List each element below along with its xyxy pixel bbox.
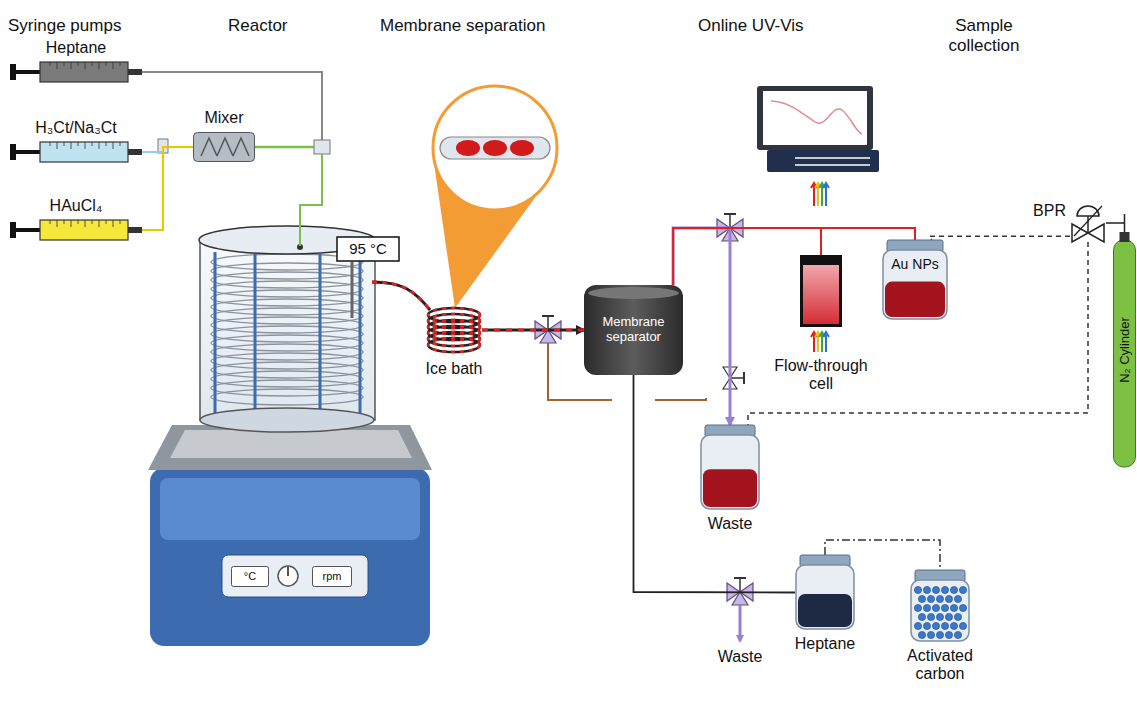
section-heading: Reactor (228, 16, 318, 36)
connector-line (748, 242, 1088, 425)
tubing-connector (748, 242, 1088, 425)
tubing-connector (142, 147, 193, 230)
sample-vial: Au NPs (882, 240, 948, 320)
control-button: rpm (312, 566, 352, 587)
mixer-shape (193, 132, 255, 162)
node-label: Mixer (204, 109, 243, 127)
vial-shape (795, 555, 855, 630)
coil-shape (426, 305, 482, 355)
node-label: rpm (320, 570, 345, 583)
outlet-tubing (372, 282, 430, 310)
node-label: Au NPs (882, 256, 948, 272)
cell-shape (800, 255, 842, 327)
carbon-vial: Activated carbon (910, 570, 970, 642)
connector-line (142, 147, 193, 230)
syringe-shape (10, 142, 142, 162)
temperature-display: 95 °C (336, 236, 400, 262)
node-label: 95 °C (346, 240, 390, 257)
section-heading: Syringe pumps (8, 16, 178, 36)
node-label: BPR (1033, 202, 1066, 220)
section-heading: Online UV-Vis (698, 16, 838, 36)
waste-arrow (739, 605, 742, 641)
tubing-connector (482, 330, 584, 331)
tubing-connector (673, 228, 821, 285)
gas-cylinder: N₂ Cylinder (1113, 232, 1136, 467)
heptane-vial: Heptane (795, 555, 855, 630)
node-label: Waste (708, 515, 753, 533)
vial-shape (700, 425, 760, 510)
waste-vial: Waste (700, 425, 760, 510)
shutoff-valve (723, 367, 744, 389)
tubing-connector (634, 375, 796, 593)
connector-line (673, 228, 821, 285)
uv-vis-monitor (757, 86, 879, 172)
node-label: Activated carbon (895, 647, 985, 684)
membrane-separator: Membrane separator (584, 285, 683, 375)
ice-bath-coil: Ice bath (426, 305, 482, 355)
syringe-shape (10, 62, 142, 82)
syringe-shape (10, 220, 142, 240)
droplet-overlay (482, 329, 584, 332)
droplet-magnifier (433, 86, 557, 308)
tubing-connector (930, 236, 1070, 240)
node-label: °C (241, 570, 259, 583)
tubing-connector (1106, 214, 1125, 232)
node-label: Heptane (46, 39, 107, 57)
node-label: Membrane separator (584, 315, 683, 345)
connector-line (930, 236, 1070, 240)
vial-shape (882, 240, 948, 320)
carbon-shape (910, 570, 970, 642)
connector-line (634, 375, 796, 593)
section-heading: Sample collection (918, 16, 1050, 57)
syringe-pump: H₃Ct/Na₃Ct (10, 142, 142, 162)
flow-through-cell: Flow-through cell (800, 255, 842, 327)
bpr-shape (1070, 204, 1106, 242)
static-mixer: Mixer (193, 132, 255, 162)
outlet-label: Waste (705, 647, 775, 666)
section-heading: Membrane separation (380, 16, 620, 36)
node-label: Flow-through cell (766, 357, 876, 394)
syringe-pump: Heptane (10, 62, 142, 82)
node-label: HAuCl₄ (50, 197, 103, 215)
hotplate (148, 425, 432, 646)
feed-tubing (142, 72, 330, 246)
back-pressure-regulator: BPR (1070, 204, 1106, 242)
node-label: N₂ Cylinder (1117, 317, 1132, 383)
node-label: Ice bath (426, 360, 483, 378)
node-label: H₃Ct/Na₃Ct (35, 119, 116, 137)
node-label: Heptane (795, 635, 856, 653)
control-button: °C (231, 566, 269, 587)
syringe-pump: HAuCl₄ (10, 220, 142, 240)
connector-line (482, 329, 584, 332)
connector-line (1106, 214, 1125, 232)
